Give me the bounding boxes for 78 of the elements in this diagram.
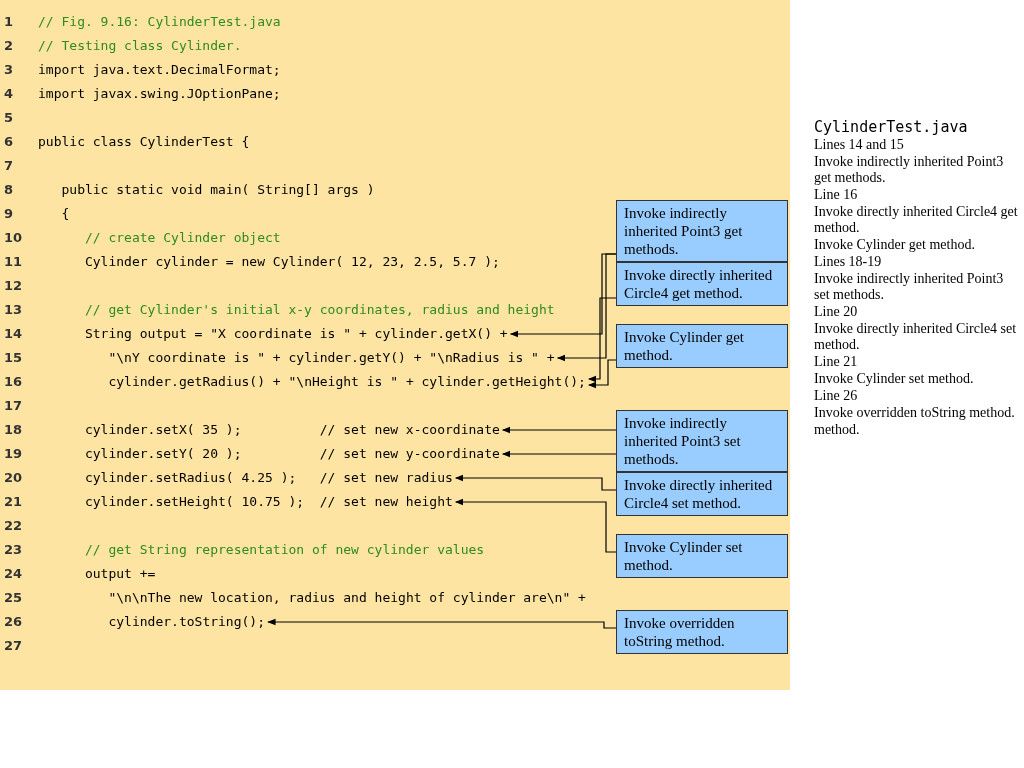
callout-box: Invoke indirectly inherited Point3 set methods. bbox=[616, 410, 788, 472]
leader-line bbox=[501, 426, 617, 434]
code-comment: // Fig. 9.16: CylinderTest.java bbox=[38, 13, 281, 31]
leader-line bbox=[501, 450, 617, 458]
line-number: 5 bbox=[4, 109, 15, 127]
line-number: 8 bbox=[4, 181, 15, 199]
leader-line bbox=[455, 498, 617, 553]
line-number: 9 bbox=[4, 205, 15, 223]
note-text: Lines 18-19 bbox=[814, 254, 883, 270]
line-number: 16 bbox=[4, 373, 24, 391]
line-number: 12 bbox=[4, 277, 24, 295]
code-line: cylinder.setX( 35 ); // set new x-coordinate bbox=[84, 418, 500, 442]
callout-box: Invoke Cylinder set method. bbox=[616, 534, 788, 578]
note-text: Lines 14 and 15 bbox=[814, 137, 905, 153]
note-text: Invoke directly inherited Circle4 set method. bbox=[814, 321, 1018, 353]
code-comment: // get String representation of new cylinder values bbox=[84, 541, 485, 559]
code-line: import javax.swing.JOptionPane; bbox=[38, 85, 281, 103]
code-line: cylinder.setY( 20 ); // set new y-coordinate bbox=[84, 442, 500, 466]
leader-line bbox=[267, 618, 617, 629]
line-number: 13 bbox=[4, 301, 24, 319]
line-number: 3 bbox=[4, 61, 15, 79]
line-number: 2 bbox=[4, 37, 15, 55]
code-line: cylinder.setHeight( 10.75 ); // set new height bbox=[84, 490, 453, 514]
line-number: 11 bbox=[4, 253, 24, 271]
line-number: 20 bbox=[4, 469, 24, 487]
code-line: public static void main( String[] args ) bbox=[61, 181, 375, 199]
code-line: Cylinder cylinder = new Cylinder( 12, 23, 2.5, 5.7 ); bbox=[84, 253, 500, 271]
callout-box: Invoke overridden toString method. bbox=[616, 610, 788, 654]
callout-box: Invoke directly inherited Circle4 get method. bbox=[616, 262, 788, 306]
code-line: cylinder.setRadius( 4.25 ); // set new radius bbox=[84, 466, 453, 490]
code-comment: // Testing class Cylinder. bbox=[38, 37, 242, 55]
code-line: public class CylinderTest { bbox=[38, 133, 250, 151]
callout-box: Invoke Cylinder get method. bbox=[616, 324, 788, 368]
line-number: 27 bbox=[4, 637, 24, 655]
note-text: Line 26 bbox=[814, 388, 859, 404]
code-line: import java.text.DecimalFormat; bbox=[38, 61, 281, 79]
note-text: Line 16 bbox=[814, 187, 859, 203]
note-text: Invoke indirectly inherited Point3 get methods. bbox=[814, 154, 1005, 186]
leader-line bbox=[455, 474, 617, 491]
note-text: method. bbox=[814, 422, 861, 438]
note-text: Invoke indirectly inherited Point3 set methods. bbox=[814, 271, 1005, 303]
code-line: String output = "X coordinate is " + cylinder.getX() + bbox=[84, 322, 508, 346]
note-text: Invoke directly inherited Circle4 get method. bbox=[814, 204, 1019, 236]
code-line: cylinder.toString(); bbox=[108, 610, 265, 634]
leader-line bbox=[556, 253, 617, 362]
line-number: 6 bbox=[4, 133, 15, 151]
line-number: 4 bbox=[4, 85, 15, 103]
line-number: 21 bbox=[4, 493, 24, 511]
line-number: 1 bbox=[4, 13, 15, 31]
line-number: 19 bbox=[4, 445, 24, 463]
callout-box: Invoke indirectly inherited Point3 get methods. bbox=[616, 200, 788, 262]
code-comment: // create Cylinder object bbox=[84, 229, 281, 247]
note-text: Invoke Cylinder set method. bbox=[814, 371, 975, 387]
line-number: 23 bbox=[4, 541, 24, 559]
code-line: "\n\nThe new location, radius and height of cylinder are\n" + bbox=[108, 589, 586, 607]
code-line: cylinder.getRadius() + "\nHeight is " + cylinder.getHeight(); bbox=[108, 370, 586, 394]
code-line: output += bbox=[84, 565, 156, 583]
leader-line bbox=[588, 297, 617, 383]
line-number: 25 bbox=[4, 589, 24, 607]
callout-box: Invoke directly inherited Circle4 set method. bbox=[616, 472, 788, 516]
line-number: 14 bbox=[4, 325, 24, 343]
note-text: Line 21 bbox=[814, 354, 859, 370]
line-number: 7 bbox=[4, 157, 15, 175]
line-number: 22 bbox=[4, 517, 24, 535]
line-number: 26 bbox=[4, 613, 24, 631]
note-text: Invoke Cylinder get method. bbox=[814, 237, 976, 253]
code-comment: // get Cylinder's initial x-y coordinates, radius and height bbox=[84, 301, 555, 319]
line-number: 17 bbox=[4, 397, 24, 415]
line-number: 18 bbox=[4, 421, 24, 439]
code-line: { bbox=[61, 205, 70, 223]
code-line: "\nY coordinate is " + cylinder.getY() + "\nRadius is " + bbox=[108, 346, 555, 370]
note-text: Line 20 bbox=[814, 304, 859, 320]
line-number: 10 bbox=[4, 229, 24, 247]
note-text: Invoke overridden toString method. bbox=[814, 405, 1016, 421]
line-number: 15 bbox=[4, 349, 24, 367]
line-number: 24 bbox=[4, 565, 24, 583]
file-name: CylinderTest.java bbox=[814, 118, 969, 136]
leader-line bbox=[588, 359, 617, 389]
